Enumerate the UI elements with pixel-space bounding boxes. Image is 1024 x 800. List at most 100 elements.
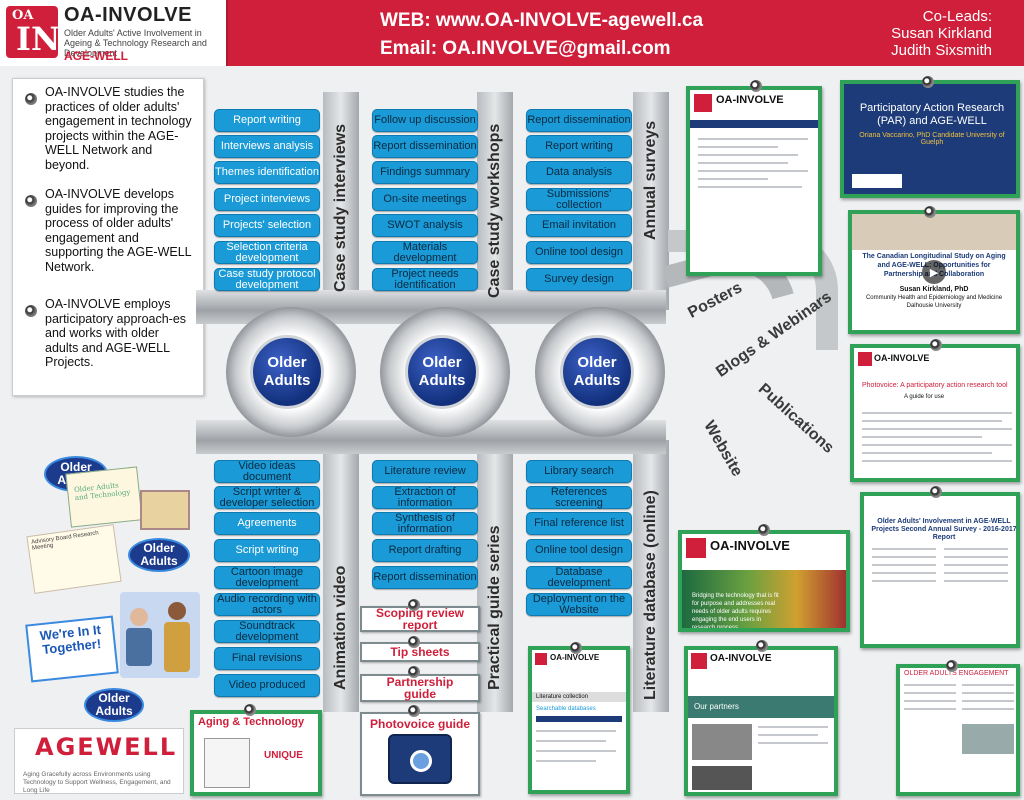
step-agreements[interactable]: Agreements <box>214 512 320 535</box>
step-data-analysis[interactable]: Data analysis <box>526 161 632 184</box>
clsa-webinar-thumb[interactable]: The Canadian Longitudinal Study on Aging… <box>848 210 1020 334</box>
step-projects-selection[interactable]: Projects' selection <box>214 214 320 237</box>
guide-scoping-review[interactable]: Scoping review report <box>360 606 480 632</box>
par-webinar-thumb[interactable]: Participatory Action Research (PAR) and … <box>840 80 1020 198</box>
output-website[interactable]: Website <box>700 418 746 480</box>
step-report-writing[interactable]: Report writing <box>214 109 320 132</box>
website-article-thumb[interactable]: OA-INVOLVE <box>686 86 822 276</box>
partners-photo <box>692 724 752 760</box>
step-online-tool-design[interactable]: Online tool design <box>526 241 632 264</box>
lit-collection-header: Literature collection <box>532 692 626 702</box>
email-link[interactable]: Email: OA.INVOLVE@gmail.com <box>380 38 671 59</box>
camera-icon <box>388 734 452 784</box>
label-annual-surveys: Annual surveys <box>642 120 659 240</box>
label-case-study-workshops: Case study workshops <box>486 123 503 298</box>
cartoon-photo <box>140 490 190 530</box>
step-case-study-protocol[interactable]: Case study protocol development <box>214 268 320 291</box>
step-project-needs[interactable]: Project needs identification <box>372 268 478 291</box>
logo-title: OA-INVOLVE <box>64 4 192 26</box>
website-homepage-thumb[interactable]: OA-INVOLVE Bridging the technology that … <box>678 530 850 632</box>
engagement-title: OLDER ADULTS ENGAGEMENT <box>904 670 1009 677</box>
guide-partnership[interactable]: Partnership guide <box>360 674 480 702</box>
step-report-dissemination[interactable]: Report dissemination <box>372 135 478 158</box>
step-script-writer-selection[interactable]: Script writer & developer selection <box>214 486 320 509</box>
oa-involve-logo-icon: OA IN <box>6 6 60 58</box>
step-on-site-meetings[interactable]: On-site meetings <box>372 188 478 211</box>
step-soundtrack[interactable]: Soundtrack development <box>214 620 320 643</box>
co-leads: Co-Leads: Susan Kirkland Judith Sixsmith <box>891 8 992 59</box>
step-materials-development[interactable]: Materials development <box>372 241 478 264</box>
older-adults-tech-text: Older Adults and Technology <box>73 481 131 503</box>
play-icon[interactable]: ▶ <box>922 260 946 284</box>
aging-technology-poster[interactable]: Aging & Technology UNIQUE <box>190 710 322 796</box>
step-guide-report-dissemination[interactable]: Report dissemination <box>372 566 478 589</box>
step-synthesis[interactable]: Synthesis of information <box>372 512 478 535</box>
oa-logo-mini <box>694 94 712 112</box>
pin-icon <box>758 524 770 536</box>
step-final-revisions[interactable]: Final revisions <box>214 647 320 670</box>
band-literature-database <box>633 440 669 712</box>
website-link[interactable]: WEB: www.OA-INVOLVE-agewell.ca <box>380 10 704 31</box>
step-final-reference-list[interactable]: Final reference list <box>526 512 632 535</box>
step-swot-analysis[interactable]: SWOT analysis <box>372 214 478 237</box>
older-adults-hub-3[interactable]: Older Adults <box>560 335 634 409</box>
step-video-ideas[interactable]: Video ideas document <box>214 460 320 483</box>
co-lead-2: Judith Sixsmith <box>891 42 992 59</box>
step-database-development[interactable]: Database development <box>526 566 632 589</box>
older-adults-hub-1[interactable]: Older Adults <box>250 335 324 409</box>
step-library-search[interactable]: Library search <box>526 460 632 483</box>
step-email-invitation[interactable]: Email invitation <box>526 214 632 237</box>
step-submissions-collection[interactable]: Submissions' collection <box>526 188 632 211</box>
step-themes-identification[interactable]: Themes identification <box>214 161 320 184</box>
survey-report-title: Older Adults' Involvement in AGE-WELL Pr… <box>871 518 1017 541</box>
guide-tip-sheets[interactable]: Tip sheets <box>360 642 480 662</box>
step-findings-summary[interactable]: Findings summary <box>372 161 478 184</box>
oa-involve-logo[interactable]: OA IN OA-INVOLVE Older Adults' Active In… <box>0 0 228 66</box>
unique-label: UNIQUE <box>264 750 303 761</box>
photovoice-pub-sub: A guide for use <box>904 394 945 400</box>
pin-icon <box>930 486 942 498</box>
step-selection-criteria[interactable]: Selection criteria development <box>214 241 320 264</box>
older-adults-tech-note: Older Adults and Technology <box>65 466 143 528</box>
thumb-logo-text: OA-INVOLVE <box>550 653 600 662</box>
step-project-interviews[interactable]: Project interviews <box>214 188 320 211</box>
step-survey-report-dissemination[interactable]: Report dissemination <box>526 109 632 132</box>
step-audio-recording[interactable]: Audio recording with actors <box>214 593 320 616</box>
label-literature-database: Literature database (online) <box>642 490 659 700</box>
engagement-newsletter-thumb[interactable]: OLDER ADULTS ENGAGEMENT <box>896 664 1020 796</box>
clsa-photo-strip <box>852 214 1016 250</box>
step-db-online-tool-design[interactable]: Online tool design <box>526 539 632 562</box>
advisory-text: Advisory Board Research Meeting <box>30 530 100 552</box>
co-lead-1: Susan Kirkland <box>891 25 992 42</box>
thumb-logo-text: OA-INVOLVE <box>874 353 930 363</box>
annual-survey-report-thumb[interactable]: Older Adults' Involvement in AGE-WELL Pr… <box>860 492 1020 648</box>
intro-text-1: OA-INVOLVE studies the practices of olde… <box>45 85 192 172</box>
step-interviews-analysis[interactable]: Interviews analysis <box>214 135 320 158</box>
older-adults-hub-2[interactable]: Older Adults <box>405 335 479 409</box>
step-report-drafting[interactable]: Report drafting <box>372 539 478 562</box>
step-video-produced[interactable]: Video produced <box>214 674 320 697</box>
thumb-logo-text: OA-INVOLVE <box>710 538 790 553</box>
clsa-author: Susan Kirkland, PhD <box>899 286 969 293</box>
pin-icon <box>570 642 582 654</box>
step-survey-report-writing[interactable]: Report writing <box>526 135 632 158</box>
intro-panel: OA-INVOLVE studies the practices of olde… <box>12 78 204 396</box>
step-literature-review[interactable]: Literature review <box>372 460 478 483</box>
step-script-writing[interactable]: Script writing <box>214 539 320 562</box>
step-references-screening[interactable]: References screening <box>526 486 632 509</box>
step-survey-design[interactable]: Survey design <box>526 268 632 291</box>
step-follow-up-discussion[interactable]: Follow up discussion <box>372 109 478 132</box>
step-extraction[interactable]: Extraction of information <box>372 486 478 509</box>
step-deployment[interactable]: Deployment on the Website <box>526 593 632 616</box>
agewell-logo[interactable]: AGEWELL Aging Gracefully across Environm… <box>14 728 184 794</box>
pin-icon <box>408 705 420 717</box>
photovoice-publication-thumb[interactable]: OA-INVOLVE Photovoice: A participatory a… <box>850 344 1020 482</box>
were-in-it-together-logo: We're In It Together! <box>25 615 119 683</box>
output-publications[interactable]: Publications <box>754 380 837 457</box>
literature-collection-thumb[interactable]: OA-INVOLVE Literature collection Searcha… <box>528 646 630 794</box>
oa-logo-mini <box>535 653 547 665</box>
step-cartoon-image[interactable]: Cartoon image development <box>214 566 320 589</box>
label-case-study-interviews: Case study interviews <box>332 123 349 292</box>
partners-page-thumb[interactable]: OA-INVOLVE Our partners <box>684 646 838 796</box>
agewell-tagline: Aging Gracefully across Environments usi… <box>23 771 171 794</box>
